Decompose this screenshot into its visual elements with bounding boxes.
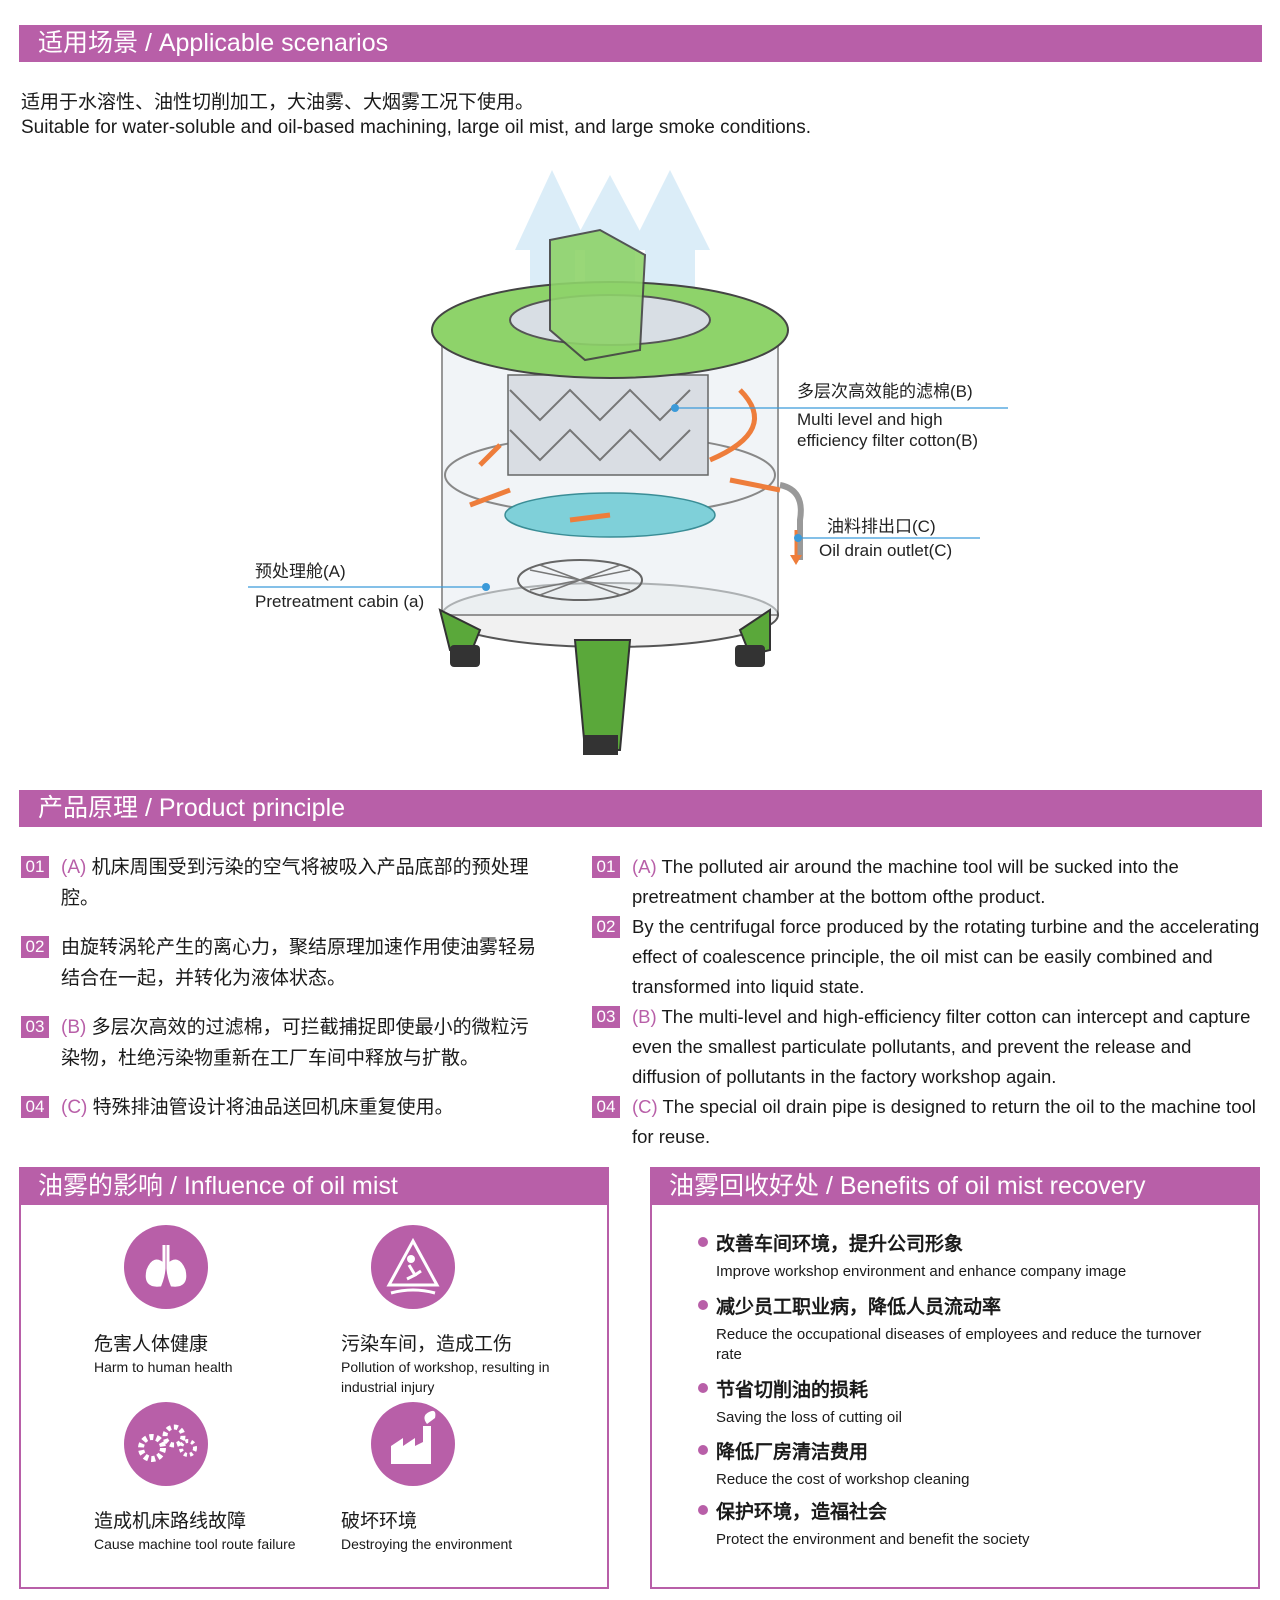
benefit-item: 减少员工职业病，降低人员流动率 Reduce the occupational … — [698, 1292, 1218, 1365]
benefit-en: Improve workshop environment and enhance… — [716, 1263, 1127, 1280]
impact-en: Cause machine tool route failure — [94, 1536, 296, 1552]
label-a-cn: 预处理舱(A) — [255, 562, 346, 581]
item-tag: (C) — [632, 1096, 658, 1117]
benefit-item: 降低厂房清洁费用 Reduce the cost of workshop cle… — [698, 1437, 1218, 1490]
gears-icon — [124, 1402, 208, 1486]
principle-cn-item: 03 (B) 多层次高效的过滤棉，可拦截捕捉即使最小的微粒污染物，杜绝污染物重新… — [21, 1012, 541, 1076]
item-text: The special oil drain pipe is designed t… — [632, 1096, 1256, 1147]
label-a-en: Pretreatment cabin (a) — [255, 592, 425, 611]
principle-en-item: 04 (C) The special oil drain pipe is des… — [592, 1092, 1260, 1152]
collector-illustration — [248, 170, 1008, 755]
section-title: 产品原理 / Product principle — [38, 794, 346, 822]
lungs-icon — [124, 1225, 208, 1309]
section-header-applicable: 适用场景 / Applicable scenarios — [19, 25, 1262, 62]
benefits-panel: 油雾回收好处 / Benefits of oil mist recovery 改… — [650, 1167, 1260, 1589]
benefit-cn: 节省切削油的损耗 — [698, 1375, 1218, 1402]
item-number: 04 — [592, 1096, 620, 1118]
benefit-cn: 降低厂房清洁费用 — [698, 1437, 1218, 1464]
item-tag: (A) — [632, 856, 657, 877]
benefit-en: Reduce the occupational diseases of empl… — [716, 1326, 1202, 1363]
impact-cn: 污染车间，造成工伤 — [341, 1334, 513, 1355]
principle-en-item: 01 (A) The polluted air around the machi… — [592, 852, 1260, 912]
item-text: 由旋转涡轮产生的离心力，聚结原理加速作用使油雾轻易结合在一起，并转化为液体状态。 — [61, 937, 537, 989]
benefit-en: Protect the environment and benefit the … — [716, 1531, 1030, 1548]
section-title: 油雾的影响 / Influence of oil mist — [38, 1172, 398, 1200]
influence-panel: 油雾的影响 / Influence of oil mist 危害人体健康 Har… — [19, 1167, 609, 1589]
section-header-influence: 油雾的影响 / Influence of oil mist — [19, 1167, 609, 1205]
benefit-en: Reduce the cost of workshop cleaning — [716, 1471, 970, 1488]
applicable-en-text: Suitable for water-soluble and oil-based… — [21, 117, 811, 138]
item-number: 04 — [21, 1096, 49, 1118]
label-b-en-1: Multi level and high — [797, 410, 943, 429]
applicable-cn-text: 适用于水溶性、油性切削加工，大油雾、大烟雾工况下使用。 — [21, 92, 535, 113]
principle-cn-item: 04 (C) 特殊排油管设计将油品送回机床重复使用。 — [21, 1092, 541, 1126]
item-tag: (A) — [61, 857, 87, 878]
item-text: By the centrifugal force produced by the… — [632, 916, 1260, 997]
impact-en: Destroying the environment — [341, 1536, 513, 1552]
label-c-en: Oil drain outlet(C) — [819, 541, 953, 560]
section-title: 适用场景 / Applicable scenarios — [38, 29, 389, 57]
impact-cn: 破坏环境 — [341, 1511, 418, 1532]
principle-cn-item: 01 (A) 机床周围受到污染的空气将被吸入产品底部的预处理腔。 — [21, 852, 541, 916]
impact-cn: 危害人体健康 — [94, 1334, 209, 1355]
item-number: 03 — [592, 1006, 620, 1028]
item-text: The polluted air around the machine tool… — [632, 856, 1179, 907]
oil-mist-collector-diagram: 多层次高效能的滤棉(B) Multi level and high effici… — [240, 160, 1040, 780]
benefit-item: 改善车间环境，提升公司形象 Improve workshop environme… — [698, 1229, 1218, 1282]
factory-pollution-icon — [371, 1402, 455, 1486]
label-c-cn: 油料排出口(C) — [827, 517, 936, 536]
benefit-en: Saving the loss of cutting oil — [716, 1409, 902, 1426]
item-tag: (C) — [61, 1097, 88, 1118]
impact-en: Pollution of workshop, resulting in indu… — [341, 1359, 550, 1395]
item-number: 02 — [21, 936, 49, 958]
impact-en: Harm to human health — [94, 1359, 233, 1375]
section-title: 油雾回收好处 / Benefits of oil mist recovery — [669, 1172, 1146, 1200]
benefit-cn: 保护环境，造福社会 — [698, 1497, 1218, 1524]
item-tag: (B) — [632, 1006, 657, 1027]
section-header-benefits: 油雾回收好处 / Benefits of oil mist recovery — [650, 1167, 1260, 1205]
principle-en-item: 02 By the centrifugal force produced by … — [592, 912, 1260, 1002]
benefit-cn: 减少员工职业病，降低人员流动率 — [698, 1292, 1218, 1319]
benefit-cn: 改善车间环境，提升公司形象 — [698, 1229, 1218, 1256]
item-text: 特殊排油管设计将油品送回机床重复使用。 — [92, 1097, 454, 1118]
principle-cn-item: 02 由旋转涡轮产生的离心力，聚结原理加速作用使油雾轻易结合在一起，并转化为液体… — [21, 932, 541, 996]
impact-cn: 造成机床路线故障 — [94, 1511, 247, 1532]
item-text: The multi-level and high-efficiency filt… — [632, 1006, 1251, 1087]
item-number: 02 — [592, 916, 620, 938]
label-b-en-2: efficiency filter cotton(B) — [797, 431, 979, 450]
item-text: 多层次高效的过滤棉，可拦截捕捉即使最小的微粒污染物，杜绝污染物重新在工厂车间中释… — [61, 1017, 529, 1069]
item-tag: (B) — [61, 1017, 87, 1038]
item-text: 机床周围受到污染的空气将被吸入产品底部的预处理腔。 — [61, 857, 529, 909]
slip-fall-icon — [371, 1225, 455, 1309]
principle-en-item: 03 (B) The multi-level and high-efficien… — [592, 1002, 1260, 1092]
item-number: 01 — [21, 856, 49, 878]
benefit-item: 保护环境，造福社会 Protect the environment and be… — [698, 1497, 1218, 1550]
item-number: 01 — [592, 856, 620, 878]
item-number: 03 — [21, 1016, 49, 1038]
section-header-principle: 产品原理 / Product principle — [19, 790, 1262, 827]
benefit-item: 节省切削油的损耗 Saving the loss of cutting oil — [698, 1375, 1218, 1428]
label-b-cn: 多层次高效能的滤棉(B) — [797, 382, 973, 401]
